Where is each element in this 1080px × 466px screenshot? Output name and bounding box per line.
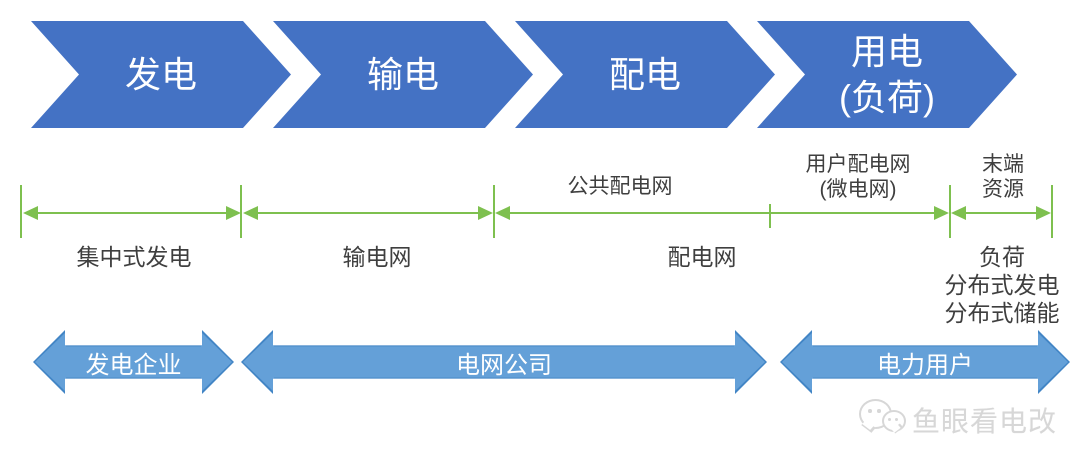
chevron-label: 配电 xyxy=(608,53,681,95)
chat-bubble-icon xyxy=(882,410,906,434)
dimension-tick xyxy=(20,185,22,238)
eye-dot xyxy=(877,409,881,413)
dimension-arrowhead xyxy=(495,206,510,220)
label-text: 集中式发电 xyxy=(76,244,192,270)
actor-arrow-power-users: 电力用户 xyxy=(780,330,1070,394)
label-transmission-grid: 输电网 xyxy=(277,243,477,271)
label-distribution-grid: 配电网 xyxy=(602,243,802,271)
actor-label: 电网公司 xyxy=(456,351,552,379)
dimension-segment-distribution xyxy=(509,212,934,214)
wechat-icon xyxy=(858,394,910,440)
dimension-arrowhead xyxy=(243,206,258,220)
label-text: 末端 xyxy=(982,153,1024,176)
label-distributed-storage: 分布式储能 xyxy=(944,300,1060,326)
dimension-arrowhead xyxy=(23,206,38,220)
bubble-tail xyxy=(861,420,876,433)
actor-label: 发电企业 xyxy=(85,351,182,379)
eye-dot xyxy=(895,418,898,421)
dimension-segment-transmission xyxy=(257,212,478,214)
dimension-arrowhead xyxy=(226,206,241,220)
dimension-arrowhead xyxy=(951,206,966,220)
dimension-tick-minor xyxy=(769,204,771,228)
label-text: 配电网 xyxy=(667,244,737,270)
eye-dot xyxy=(868,409,872,413)
chevron-label: 用电 xyxy=(850,30,923,72)
watermark-text: 鱼眼看电改 xyxy=(912,406,1058,437)
chevron-label: 发电 xyxy=(124,53,197,95)
dimension-segment-terminal xyxy=(965,212,1036,214)
dimension-arrowhead xyxy=(1036,206,1051,220)
actor-arrow-generation-companies: 发电企业 xyxy=(33,330,234,394)
chevron-sublabel: (负荷) xyxy=(839,76,935,118)
label-load: 负荷 xyxy=(979,244,1025,270)
dimension-arrowhead xyxy=(478,206,493,220)
label-public-distribution-network: 公共配电网 xyxy=(520,174,720,199)
label-user-distribution-network: 用户配电网 (微电网) xyxy=(760,152,956,202)
label-text: 输电网 xyxy=(342,244,412,270)
label-text: 资源 xyxy=(982,178,1024,201)
chevron-stage-distribution: 配电 xyxy=(515,21,775,128)
dimension-segment-generation xyxy=(37,212,227,214)
label-text: 用户配电网 xyxy=(805,153,911,176)
label-load-resources-stack: 负荷 分布式发电 分布式储能 xyxy=(902,243,1080,327)
chevron-stage-consumption: 用电 (负荷) xyxy=(757,21,1017,128)
bubble-tail xyxy=(891,423,904,434)
dimension-tick xyxy=(493,185,495,238)
label-text: 公共配电网 xyxy=(567,175,673,198)
actor-label: 电力用户 xyxy=(877,351,973,379)
chevron-stage-generation: 发电 xyxy=(31,21,291,128)
actor-arrow-grid-company: 电网公司 xyxy=(241,330,767,394)
label-distributed-generation: 分布式发电 xyxy=(944,272,1060,298)
watermark: 鱼眼看电改 xyxy=(858,392,1068,444)
label-text: (微电网) xyxy=(819,178,897,201)
dimension-arrowhead xyxy=(934,206,949,220)
dimension-tick xyxy=(240,185,242,238)
dimension-tick xyxy=(1051,185,1053,238)
label-centralized-generation: 集中式发电 xyxy=(34,243,234,271)
dimension-tick xyxy=(949,185,951,238)
chevron-stage-transmission: 输电 xyxy=(273,21,533,128)
chevron-label: 输电 xyxy=(366,53,439,95)
label-terminal-resources: 末端 资源 xyxy=(955,152,1051,202)
eye-dot xyxy=(888,418,891,421)
